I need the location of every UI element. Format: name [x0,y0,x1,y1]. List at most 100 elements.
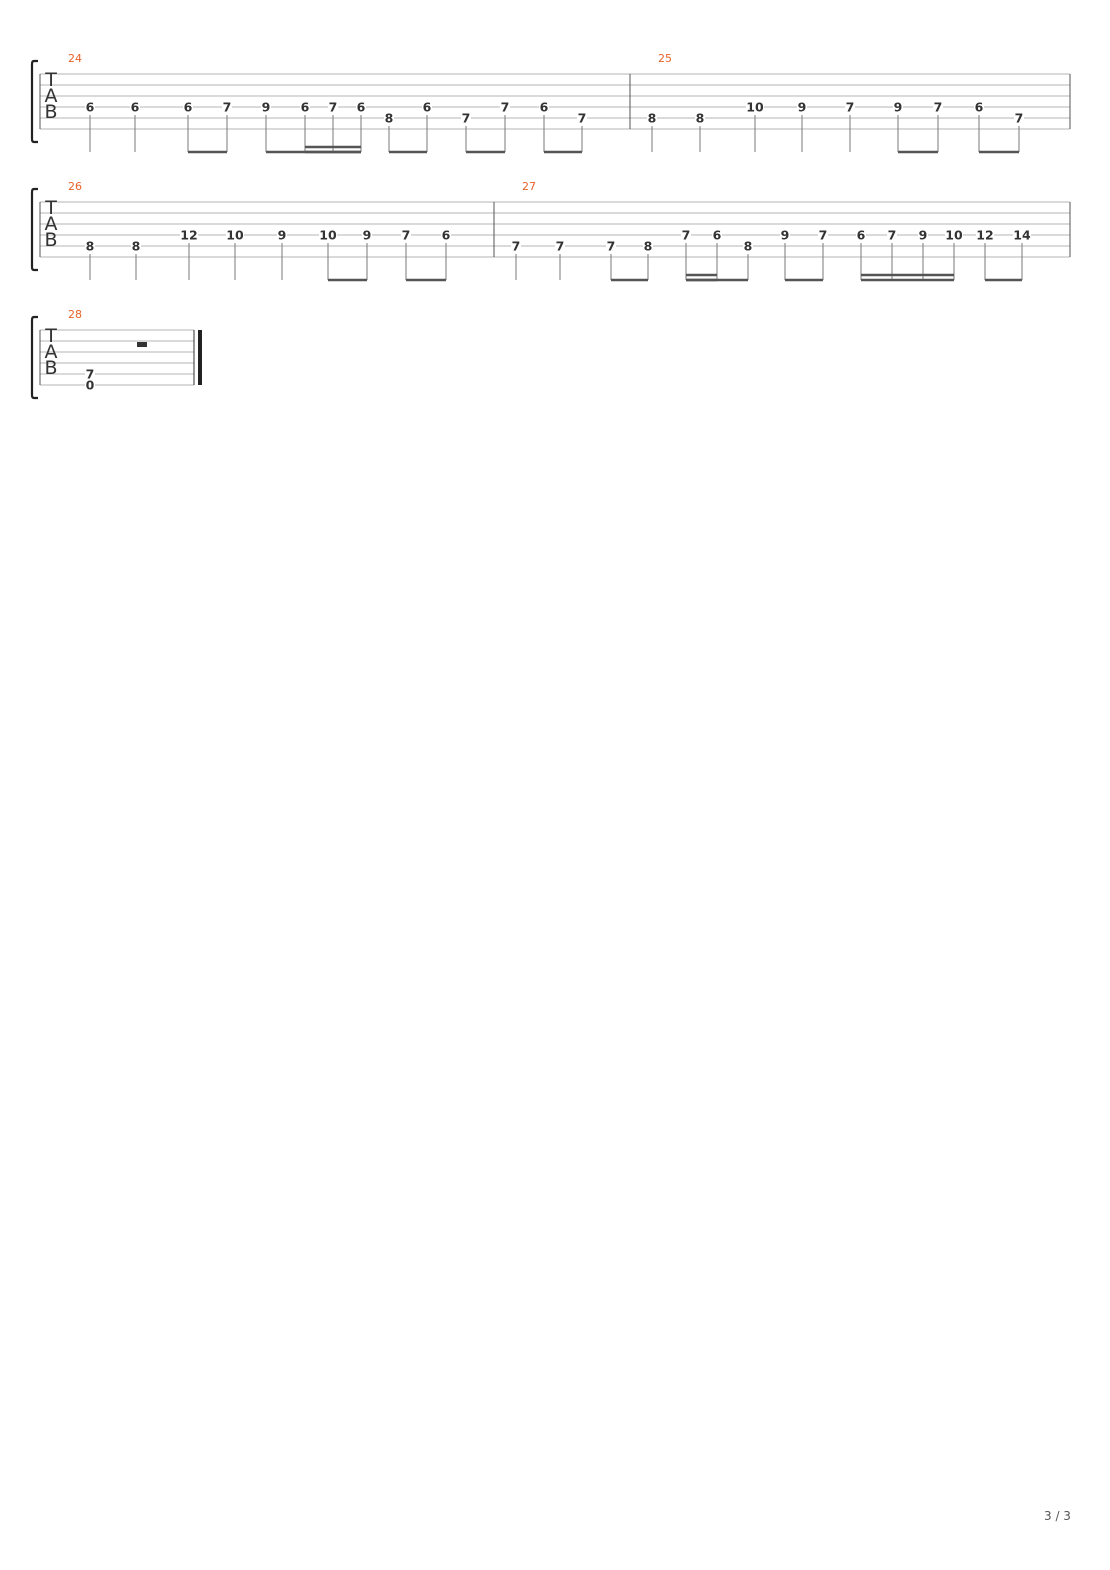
fret-number: 6 [184,100,193,115]
fret-background [695,112,705,123]
fret-background [85,368,95,379]
fret-background [401,229,411,240]
tab-clef-letter: A [45,341,58,363]
fret-number: 7 [462,111,471,126]
fret-background [500,101,510,112]
fret-background [130,101,140,112]
fret-number: 8 [648,111,657,126]
fret-number: 9 [798,100,807,115]
tab-clef-letter: B [44,357,57,379]
fret-background [384,112,394,123]
fret-number: 6 [357,100,366,115]
tab-clef-letter: B [44,229,57,251]
fret-background [945,229,963,240]
fret-background [85,101,95,112]
fret-number: 12 [976,228,993,243]
measure-number: 25 [658,52,672,65]
fret-background [643,240,653,251]
fret-number: 8 [132,239,141,254]
fret-number: 6 [713,228,722,243]
fret-number: 8 [86,239,95,254]
fret-background [441,229,451,240]
half-rest [137,342,147,347]
fret-background [461,112,471,123]
fret-number: 14 [1013,228,1031,243]
fret-number: 0 [86,378,95,393]
fret-background [780,229,790,240]
fret-background [856,229,866,240]
fret-number: 7 [501,100,510,115]
page-number: 3 / 3 [1044,1509,1071,1523]
fret-number: 7 [329,100,338,115]
system-bracket [30,59,38,144]
fret-number: 9 [919,228,928,243]
fret-background [818,229,828,240]
fret-background [555,240,565,251]
fret-background [85,379,95,390]
fret-number: 7 [846,100,855,115]
fret-number: 7 [402,228,411,243]
measure-number: 24 [68,52,82,65]
fret-number: 10 [226,228,244,243]
fret-number: 8 [644,239,653,254]
fret-background [918,229,928,240]
fret-background [328,101,338,112]
fret-background [183,101,193,112]
measure-number: 27 [522,180,536,193]
fret-background [647,112,657,123]
fret-background [319,229,337,240]
fret-number: 9 [363,228,372,243]
fret-background [226,229,244,240]
system-bracket [30,315,38,400]
fret-number: 9 [781,228,790,243]
fret-number: 10 [945,228,963,243]
fret-number: 10 [746,100,764,115]
fret-number: 7 [86,367,95,382]
fret-background [422,101,432,112]
fret-background [681,229,691,240]
fret-background [180,229,198,240]
fret-number: 7 [934,100,943,115]
fret-number: 12 [180,228,197,243]
fret-number: 7 [512,239,521,254]
tab-clef-letter: A [45,85,58,107]
fret-background [976,229,994,240]
fret-number: 9 [894,100,903,115]
fret-number: 6 [857,228,866,243]
fret-background [261,101,271,112]
fret-number: 7 [607,239,616,254]
fret-background [511,240,521,251]
fret-background [797,101,807,112]
fret-number: 7 [682,228,691,243]
fret-background [356,101,366,112]
fret-number: 8 [385,111,394,126]
fret-background [974,101,984,112]
fret-background [893,101,903,112]
fret-number: 7 [556,239,565,254]
fret-number: 6 [131,100,140,115]
fret-number: 7 [1015,111,1024,126]
measure-number: 26 [68,180,82,193]
fret-background [222,101,232,112]
fret-number: 6 [86,100,95,115]
fret-number: 6 [442,228,451,243]
tab-clef-letter: B [44,101,57,123]
fret-background [606,240,616,251]
fret-background [743,240,753,251]
fret-background [887,229,897,240]
tab-clef-letter: T [44,325,57,347]
fret-number: 8 [744,239,753,254]
fret-number: 7 [819,228,828,243]
fret-number: 9 [262,100,271,115]
fret-background [1013,229,1031,240]
fret-number: 6 [301,100,310,115]
fret-number: 6 [423,100,432,115]
tab-clef-letter: T [44,69,57,91]
